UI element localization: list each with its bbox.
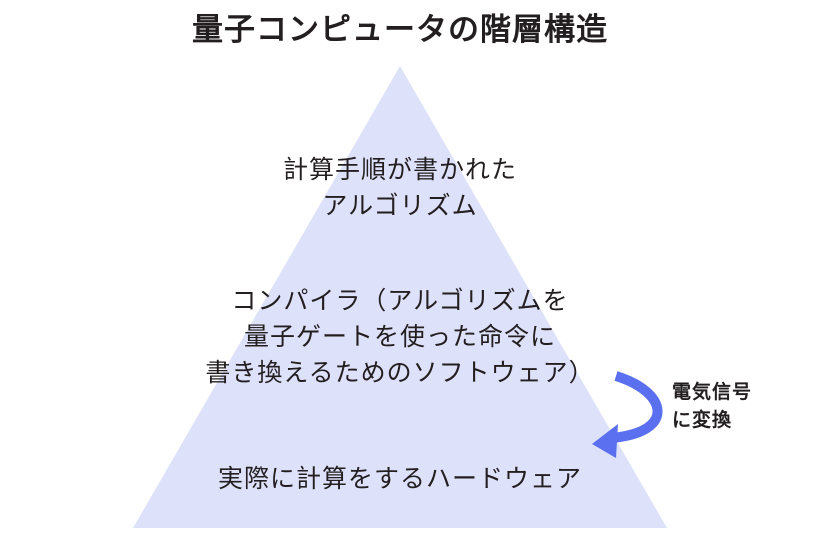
layer-algorithm-line-1: 計算手順が書かれた	[282, 155, 517, 184]
layer-compiler: コンパイラ（アルゴリズムを 量子ゲートを使った命令に 書き換えるためのソフトウェ…	[130, 283, 670, 391]
diagram-title: 量子コンピュータの階層構造	[192, 12, 608, 48]
arrow-label: 電気信号 に変換	[672, 378, 782, 434]
arrow-label-line-1: 電気信号	[672, 381, 753, 403]
layer-compiler-line-1: コンパイラ（アルゴリズムを	[231, 286, 569, 315]
arrow-label-line-2: に変換	[672, 409, 733, 431]
layer-hardware-line-1: 実際に計算をするハードウェア	[217, 464, 582, 493]
layer-compiler-line-2: 量子ゲートを使った命令に	[243, 322, 556, 351]
layer-compiler-line-3: 書き換えるためのソフトウェア）	[205, 358, 595, 387]
layer-algorithm: 計算手順が書かれた アルゴリズム	[200, 152, 600, 224]
layer-hardware: 実際に計算をするハードウェア	[130, 461, 670, 497]
layer-algorithm-line-2: アルゴリズム	[322, 191, 478, 220]
